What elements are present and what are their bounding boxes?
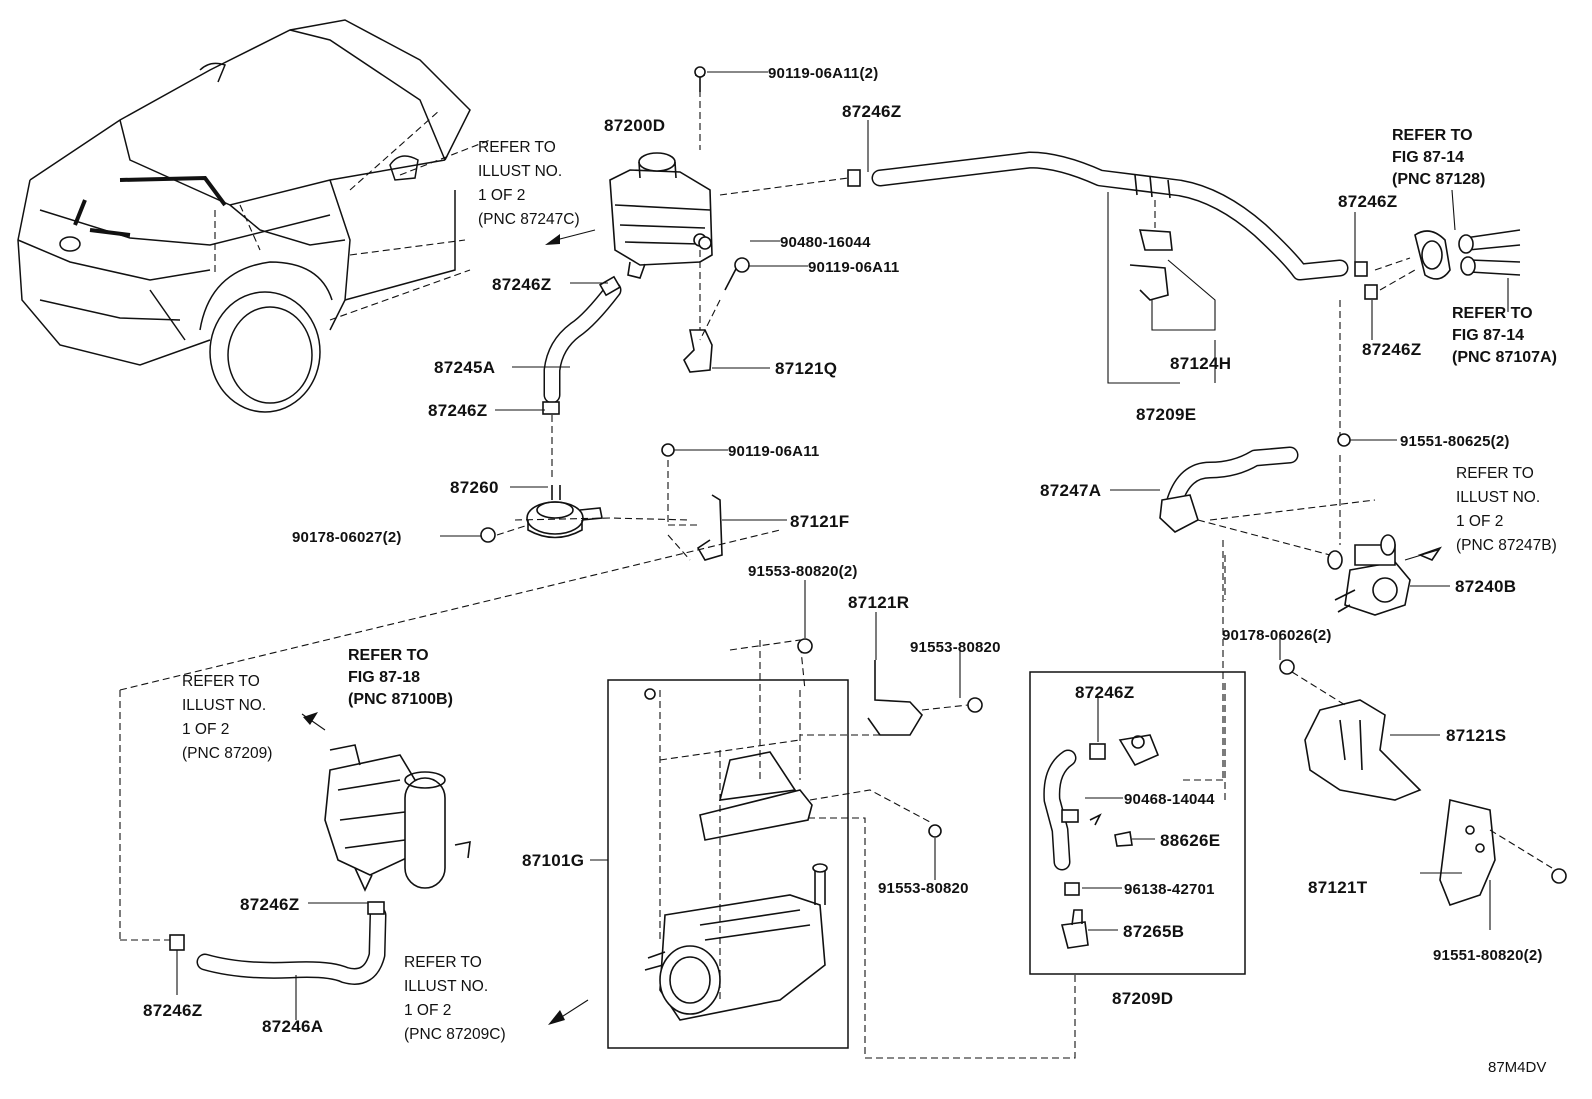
label-91553-80820-a: 91553-80820 [910,639,1001,656]
label-91551-80625-2: 91551-80625(2) [1400,433,1510,450]
reference-arrows [545,229,596,1025]
label-87124h: 87124H [1170,354,1231,373]
label-87101g: 87101G [522,851,584,870]
connectors-right [1339,229,1521,545]
hose-87246a [169,901,387,985]
note-line: FIG 87-14 [1392,149,1464,166]
heater-unit-87100b [119,529,781,941]
label-87246z-pump: 87246Z [428,401,487,420]
label-87121s: 87121S [1446,726,1506,745]
note-line: ILLUST NO. [182,697,266,714]
note-87247c: REFER TO ILLUST NO. 1 OF 2 (PNC 87247C) [478,139,580,228]
note-line: (PNC 87128) [1392,171,1485,188]
note-87209: REFER TO ILLUST NO. 1 OF 2 (PNC 87209) [182,673,272,762]
label-87200d: 87200D [604,116,665,135]
label-87245a: 87245A [434,358,495,377]
note-line: 1 OF 2 [404,1002,451,1019]
label-87260: 87260 [450,478,499,497]
note-line: (PNC 87247C) [478,211,580,228]
note-87209c: REFER TO ILLUST NO. 1 OF 2 (PNC 87209C) [404,954,506,1043]
note-line: (PNC 87107A) [1452,349,1557,366]
group-87209d [802,671,1246,1059]
note-line: REFER TO [1452,305,1533,322]
hose-87245a [542,275,622,480]
note-line: 1 OF 2 [478,187,525,204]
label-90178-06027-2: 90178-06027(2) [292,529,402,546]
covers-87121s-t [1279,659,1567,906]
bracket-87121q [683,236,750,373]
note-line: 1 OF 2 [182,721,229,738]
label-91551-80820-2: 91551-80820(2) [1433,947,1543,964]
note-line: (PNC 87247B) [1456,537,1557,554]
note-line: (PNC 87100B) [348,691,453,708]
note-line: REFER TO [404,954,482,971]
group-87101g [607,638,942,1049]
note-line: (PNC 87209) [182,745,272,762]
label-91553-80820-2: 91553-80820(2) [748,563,858,580]
label-87240b: 87240B [1455,577,1516,596]
note-line: REFER TO [1456,465,1534,482]
note-line: ILLUST NO. [478,163,562,180]
note-line: REFER TO [348,647,429,664]
note-line: REFER TO [182,673,260,690]
part-labels: 90119-06A11(2) 87200D 87246Z 90480-16044… [143,65,1543,1036]
label-87247a: 87247A [1040,481,1101,500]
label-90119-06a11-2: 90119-06A11(2) [768,65,878,82]
hose-87209e [719,151,1349,384]
note-87128: REFER TO FIG 87-14 (PNC 87128) [1392,127,1485,188]
label-87265b: 87265B [1123,922,1184,941]
label-87246z-box: 87246Z [1075,683,1134,702]
label-87246a: 87246A [262,1017,323,1036]
label-87121t: 87121T [1308,878,1368,897]
diagram-code: 87M4DV [1488,1059,1546,1076]
valve-87240b [1159,433,1442,800]
note-line: 1 OF 2 [1456,513,1503,530]
label-87209d: 87209D [1112,989,1173,1008]
label-87246z-bottom: 87246Z [143,1001,202,1020]
reservoir-tank [609,66,713,330]
label-87246z-reservoir: 87246Z [492,275,551,294]
label-87246z-heater: 87246Z [240,895,299,914]
label-90468-14044: 90468-14044 [1124,791,1215,808]
label-96138-42701: 96138-42701 [1124,881,1215,898]
label-90178-06026-2: 90178-06026(2) [1222,627,1332,644]
note-line: (PNC 87209C) [404,1026,506,1043]
note-line: ILLUST NO. [1456,489,1540,506]
bracket-87121r [800,660,983,736]
vehicle-illustration [17,19,491,413]
note-line: FIG 87-14 [1452,327,1524,344]
label-87209e: 87209E [1136,405,1196,424]
note-line: REFER TO [1392,127,1473,144]
note-line: REFER TO [478,139,556,156]
label-91553-80820-b: 91553-80820 [878,880,969,897]
label-90480-16044: 90480-16044 [780,234,871,251]
note-line: ILLUST NO. [404,978,488,995]
note-87107a: REFER TO FIG 87-14 (PNC 87107A) [1452,305,1557,366]
note-87247b: REFER TO ILLUST NO. 1 OF 2 (PNC 87247B) [1456,465,1557,554]
label-90119-06a11-b: 90119-06A11 [728,443,819,460]
label-87121r: 87121R [848,593,909,612]
leader-lines [176,71,1509,1020]
label-87121f: 87121F [790,512,849,531]
label-87246z-right-top: 87246Z [1338,192,1397,211]
water-pump-87260 [480,485,691,543]
bracket-87121f [661,443,723,561]
label-87121q: 87121Q [775,359,837,378]
label-90119-06a11-a: 90119-06A11 [808,259,899,276]
label-88626e: 88626E [1160,831,1220,850]
label-87246z-right-bottom: 87246Z [1362,340,1421,359]
label-87246z-top: 87246Z [842,102,901,121]
note-line: FIG 87-18 [348,669,420,686]
note-87100b: REFER TO FIG 87-18 (PNC 87100B) [348,647,453,708]
